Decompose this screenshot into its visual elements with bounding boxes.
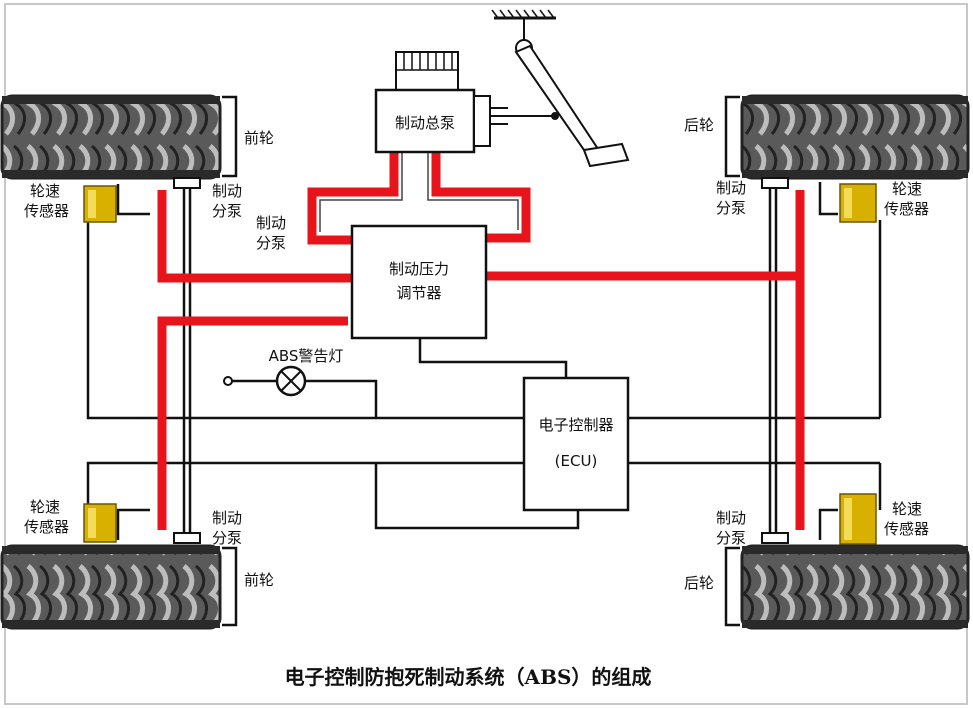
frame: [4, 3, 968, 705]
regulator-label-line2: 调节器: [396, 284, 441, 302]
wheel-cylinder-label: 分泵: [256, 234, 286, 252]
sensor-label: 传感器: [884, 200, 929, 218]
sensor-label: 轮速: [30, 182, 60, 200]
sensor-label: 轮速: [30, 498, 60, 516]
ecu-label-line2: (ECU): [555, 452, 598, 470]
wheel-cylinder-label: 制动: [212, 509, 242, 527]
diagram-title: 电子控制防抱死制动系统（ABS）的组成: [285, 665, 652, 689]
wheel-cylinder-label: 分泵: [212, 529, 242, 547]
master-cylinder: [374, 51, 491, 154]
wheel-cylinder-label: 制动: [212, 182, 242, 200]
speed-sensor-icon: [839, 493, 877, 545]
front-wheel-label: 前轮: [244, 129, 274, 147]
speed-sensor-icon: [83, 503, 117, 543]
brake-lines: [157, 152, 805, 530]
wheel-cylinder-label: 分泵: [716, 529, 746, 547]
wheel-cylinder-label: 制动: [716, 179, 746, 197]
wheel-cylinder-label: 分泵: [212, 202, 242, 220]
sensor-label: 传感器: [884, 520, 929, 538]
ecu-label-line1: 电子控制器: [538, 416, 613, 434]
ecu-box: [522, 376, 630, 512]
sensor-label: 传感器: [24, 202, 69, 220]
warning-lamp-icon: [223, 365, 307, 397]
pressure-regulator: [350, 224, 488, 340]
electrical-wiring: [86, 95, 882, 627]
speed-sensor-icon: [839, 183, 877, 223]
rear-wheel-label: 后轮: [684, 574, 714, 592]
brake-pedal-icon: [488, 9, 630, 168]
tire-rear-right: [740, 544, 970, 630]
tire-rear-left: [0, 544, 222, 630]
front-wheel-label: 前轮: [244, 571, 274, 589]
wheel-cylinder-label: 制动: [256, 214, 286, 232]
wheel-cylinder-label: 分泵: [716, 199, 746, 217]
sensor-label: 轮速: [892, 500, 922, 518]
sensor-label: 传感器: [24, 518, 69, 536]
wheel-cylinder-label: 制动: [716, 509, 746, 527]
tire-front-right: [740, 94, 970, 180]
sensor-label: 轮速: [892, 180, 922, 198]
master-cylinder-label: 制动总泵: [395, 114, 455, 132]
speed-sensor-icon: [83, 185, 117, 223]
rear-wheel-label: 后轮: [684, 116, 714, 134]
regulator-label-line1: 制动压力: [389, 260, 449, 278]
tire-front-left: [0, 94, 222, 180]
wheel-cylinders: [173, 177, 789, 544]
abs-light-label: ABS警告灯: [269, 347, 344, 365]
